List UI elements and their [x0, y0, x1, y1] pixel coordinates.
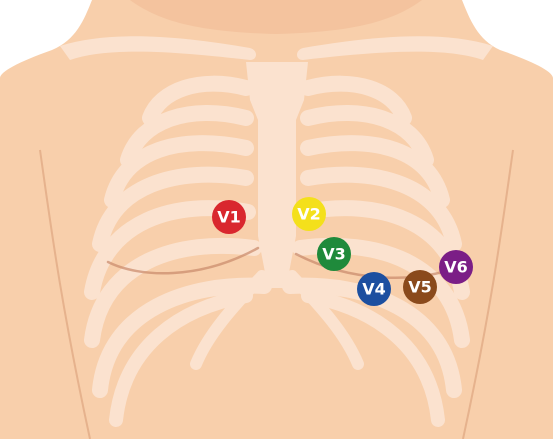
electrode-v1-label: V1 [217, 208, 241, 227]
electrode-v2: V2 [292, 197, 326, 231]
electrode-v2-label: V2 [297, 205, 321, 224]
electrode-v3: V3 [317, 237, 351, 271]
electrode-v5: V5 [403, 270, 437, 304]
electrode-v4: V4 [357, 272, 391, 306]
electrode-v3-label: V3 [322, 245, 346, 264]
electrode-v1: V1 [212, 200, 246, 234]
electrode-v5-label: V5 [408, 278, 432, 297]
electrode-v4-label: V4 [362, 280, 386, 299]
electrode-v6-label: V6 [444, 258, 468, 277]
electrode-v6: V6 [439, 250, 473, 284]
